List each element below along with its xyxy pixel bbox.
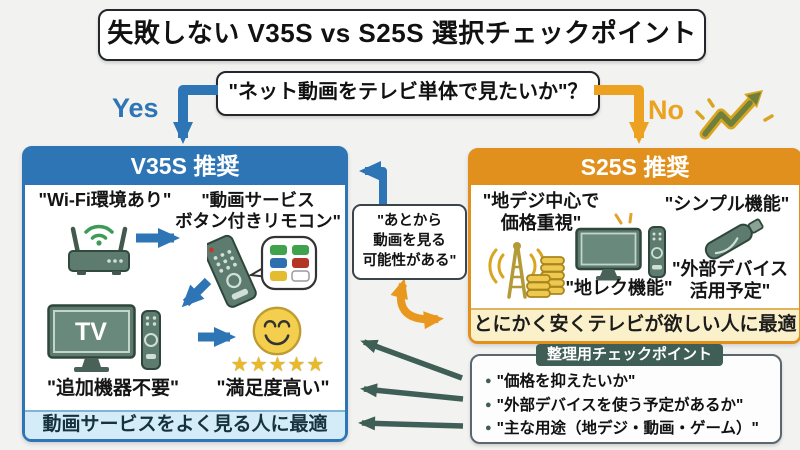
checkpoint-item: ●"主な用途（地デジ・動画・ゲーム）" — [485, 420, 759, 437]
bullet-icon: ● — [485, 398, 492, 411]
no-branch-label: No — [648, 95, 684, 125]
s25s-callout-curve-arrow — [390, 278, 444, 330]
wifi-label: "Wi-Fi環境あり" — [38, 190, 172, 210]
callout-to-v35s-arrow — [359, 161, 387, 205]
page-title: 失敗しない V35S vs S25S 選択チェックポイント — [98, 9, 706, 61]
remote-label: "動画サービス ボタン付きリモコン" — [175, 190, 341, 231]
s25s-panel: S25S 推奨 "地デジ中心で 価格重視" "シンプル機能" — [468, 148, 800, 344]
s25s-footer: とにかく安くテレビが欲しい人に最適 — [471, 308, 799, 341]
satisfaction-label: "満足度高い" — [216, 378, 330, 399]
checkpoint-item: ●"価格を抑えたいか" — [485, 373, 636, 390]
rec-label: "地レク機能" — [565, 278, 673, 298]
tv-simple-icon — [575, 213, 666, 281]
no-arrow — [594, 85, 649, 144]
router-icon — [68, 224, 130, 275]
yes-arrow — [173, 85, 218, 144]
simple-label: "シンプル機能" — [664, 194, 790, 214]
checkpoint-item: ●"外部デバイスを使う予定があるか" — [485, 396, 744, 414]
checkpoint-list: ●"価格を抑えたいか" ●"外部デバイスを使う予定があるか" ●"主な用途（地デ… — [485, 370, 774, 441]
checkpoint-arrow-2 — [360, 383, 464, 402]
device-label: "外部デバイス 活用予定" — [672, 259, 788, 301]
v35s-panel-header: V35S 推奨 — [25, 149, 345, 185]
tv-label: "追加機器不要" — [46, 378, 180, 399]
v35s-footer: 動画サービスをよく見る人に最適 — [25, 410, 345, 439]
remote-icon — [207, 234, 318, 308]
decision-question: "ネット動画をテレビ単体で見たいか"？ — [216, 71, 600, 116]
tv-icon: TV — [47, 304, 161, 372]
stars-rating: ★★★★★ — [230, 354, 326, 376]
antenna-coins-icon — [488, 242, 565, 299]
tv-screen-text: TV — [75, 318, 107, 346]
v35s-panel: V35S 推奨 "Wi-Fi環境あり" "動画サービス ボタン付きリモコン" — [22, 146, 348, 442]
checkpoint-arrow-3 — [358, 416, 464, 431]
bullet-icon: ● — [485, 422, 492, 434]
stick-icon — [704, 218, 764, 260]
checkpoint-box: 整理用チェックポイント ●"価格を抑えたいか" ●"外部デバイスを使う予定がある… — [470, 344, 782, 444]
dtv-label: "地デジ中心で 価格重視" — [482, 191, 600, 233]
s25s-panel-header: S25S 推奨 — [471, 151, 799, 185]
growth-arrow-icon — [695, 90, 774, 140]
callout-box: "あとから 動画を見る 可能性がある" — [352, 204, 467, 280]
yes-branch-label: Yes — [112, 93, 159, 123]
checkpoint-header: 整理用チェックポイント — [536, 344, 724, 366]
smiley-icon — [252, 306, 302, 356]
bullet-icon: ● — [485, 375, 492, 387]
checkpoint-arrow-1 — [360, 339, 463, 381]
